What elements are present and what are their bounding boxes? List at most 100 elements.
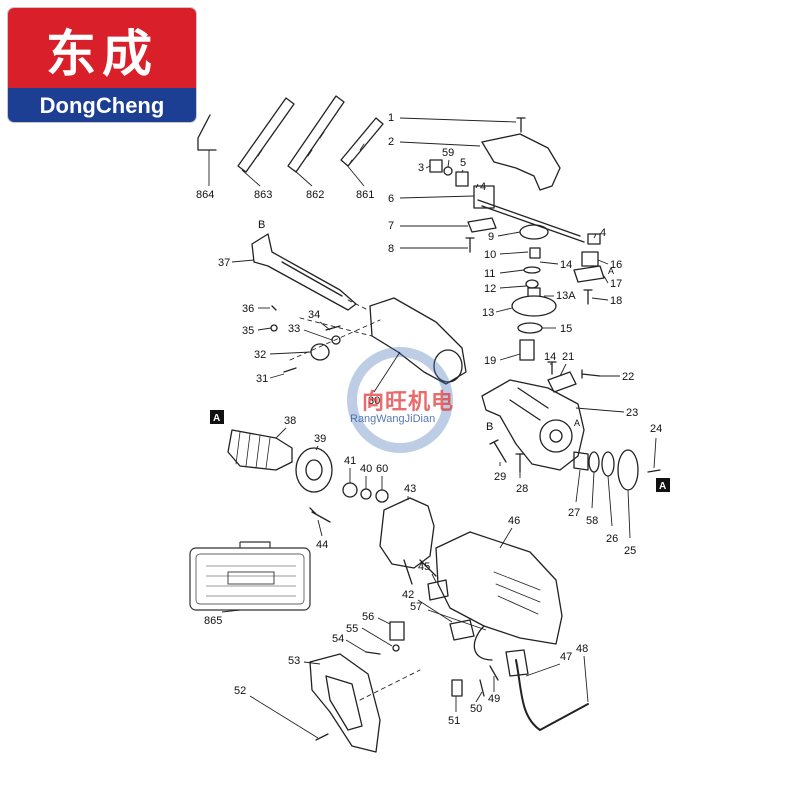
screw-part-18 (583, 289, 593, 305)
callout-59: 59 (442, 147, 454, 159)
leader-line-4b (593, 233, 597, 239)
armature-part-38 (227, 429, 293, 471)
handle-dash (359, 669, 421, 701)
callout-60: 60 (376, 463, 388, 475)
marker-b-mid: B (486, 421, 493, 433)
leader-line-50 (475, 691, 483, 703)
callout-48: 48 (576, 643, 588, 655)
callout-865: 865 (204, 615, 222, 627)
callout-24: 24 (650, 423, 662, 435)
callout-47: 47 (560, 651, 572, 663)
marker-group: A A B B A A (210, 219, 670, 492)
plate-part-21 (547, 371, 577, 393)
cord-clamp-part-57 (473, 625, 493, 661)
block-part-4 (587, 233, 601, 245)
blade-clamp-part-37 (251, 233, 357, 311)
callout-34: 34 (308, 309, 320, 321)
washer-part-59 (443, 166, 453, 176)
leader-line-11 (499, 269, 525, 274)
screw-part-36 (271, 305, 277, 311)
block-part-5 (455, 171, 469, 187)
leader-line-46 (499, 527, 513, 549)
leader-line-38 (275, 427, 287, 439)
leader-line-42 (417, 599, 453, 623)
callout-8: 8 (388, 243, 394, 255)
leader-line-19 (499, 353, 521, 361)
leader-line-3 (425, 165, 431, 169)
leader-line-58 (591, 471, 595, 509)
leader-line-13 (495, 307, 513, 313)
leader-line-18 (591, 297, 609, 301)
tool-case-part-865 (189, 541, 311, 611)
clamp-slot (281, 261, 343, 297)
brush-part-42 (449, 619, 475, 641)
leader-line-45 (431, 573, 437, 583)
brush-holder-part-45 (427, 579, 449, 601)
hex-key-864 (197, 114, 217, 151)
callout-33: 33 (288, 323, 300, 335)
handle-part-53 (309, 653, 381, 753)
callout-37: 37 (218, 257, 230, 269)
leader-line-10 (499, 251, 529, 255)
marker-a-left-text: A (213, 413, 220, 424)
callout-35: 35 (242, 325, 254, 337)
leader-line-23 (575, 407, 625, 413)
bushing-part-9 (519, 224, 549, 240)
callout-1: 1 (388, 112, 394, 124)
power-cord-part-48 (515, 659, 589, 731)
callout-58: 58 (586, 515, 598, 527)
callout-25: 25 (624, 545, 636, 557)
cover-plate-part-2 (481, 133, 561, 191)
callout-17: 17 (610, 278, 622, 290)
handle-grip-opening (325, 675, 363, 731)
screw-part-54 (365, 651, 381, 655)
logo-chinese-text: 东成 (46, 24, 158, 83)
gear-housing-part-23 (481, 379, 585, 471)
field-coil-part-43 (379, 497, 435, 569)
logo-english-text: DongCheng (39, 93, 165, 118)
leader-line-47 (525, 663, 561, 677)
gear-part-13 (511, 295, 557, 317)
marker-b-top: B (258, 219, 265, 231)
callout-43: 43 (404, 483, 416, 495)
callout-4b: 4 (600, 227, 606, 239)
bearing-part-41 (342, 482, 358, 498)
screw-part-8 (465, 237, 475, 253)
marker-a-right (656, 478, 670, 492)
switch-part-56 (389, 621, 405, 641)
callout-6: 6 (388, 193, 394, 205)
callout-30: 30 (368, 395, 380, 407)
screw-part-1 (516, 117, 526, 133)
terminal-part-51 (451, 679, 463, 697)
leader-line-44 (317, 519, 323, 537)
housing-boss (539, 419, 573, 453)
washer-part-15 (517, 322, 543, 334)
callout-18: 18 (610, 295, 622, 307)
leader-line-37 (231, 259, 255, 263)
watermark-chinese: 向旺机电 (362, 390, 455, 415)
washer-part-11 (523, 266, 541, 274)
callout-14b: 14 (544, 351, 556, 363)
callout-41: 41 (344, 455, 356, 467)
leader-line-2 (399, 141, 481, 147)
leader-line-861 (345, 163, 365, 187)
spindle-part-19 (519, 339, 535, 361)
leader-line-57 (427, 609, 487, 631)
watermark-latin: RangWangJiDian (350, 413, 436, 425)
fan-hub (305, 459, 323, 481)
bracket-part-6 (473, 185, 495, 209)
screw-part-22 (581, 369, 601, 379)
spring-part-12 (525, 279, 539, 289)
screw-part-29 (489, 439, 507, 463)
motor-housing-part-46 (435, 531, 563, 645)
callout-2: 2 (388, 136, 394, 148)
ring-part-26 (601, 451, 615, 477)
saw-blade-861 (340, 117, 384, 167)
leader-line-865 (221, 609, 241, 613)
leader-line-14a (539, 261, 559, 265)
leader-line-1 (399, 117, 517, 123)
leader-line-39 (315, 445, 319, 451)
callout-44: 44 (316, 539, 328, 551)
callout-29: 29 (494, 471, 506, 483)
